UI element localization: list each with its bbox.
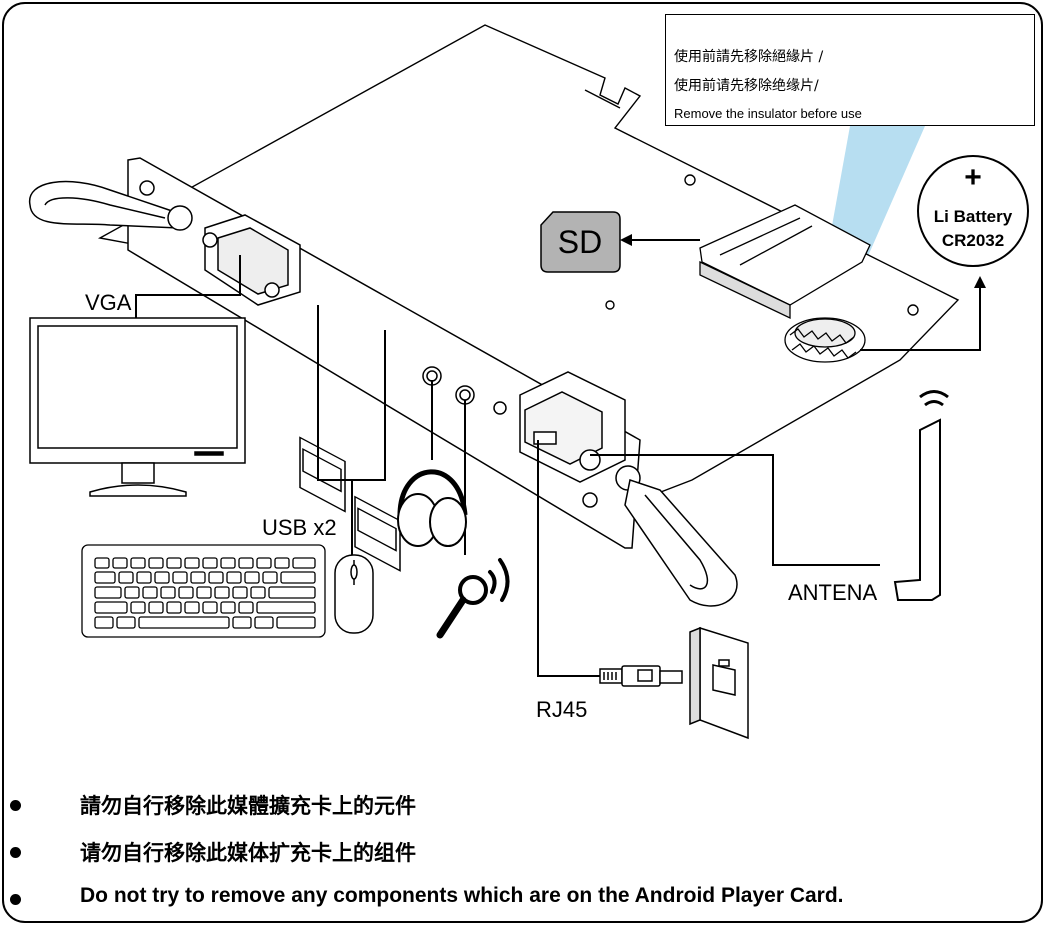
label-rj45: RJ45 <box>536 697 587 722</box>
battery-plus: + <box>964 161 982 194</box>
note-text-english: Do not try to remove any components whic… <box>80 884 844 907</box>
insulator-text-traditional: 使用前請先移除絕緣片 / <box>674 49 824 65</box>
note-item: Do not try to remove any components whic… <box>0 884 1000 914</box>
note-item: 請勿自行移除此媒體擴充卡上的元件 <box>0 790 1000 820</box>
battery-model: CR2032 <box>941 231 1005 250</box>
ethernet-cable-icon <box>599 665 683 687</box>
bullet-icon <box>10 894 21 905</box>
insulator-callout: 使用前請先移除絕緣片 / 使用前请先移除绝缘片/ Remove the insu… <box>665 14 1035 126</box>
keyboard-icon <box>81 544 326 638</box>
wall-jack-icon <box>689 626 749 740</box>
sd-card-slot <box>699 204 871 320</box>
bullet-icon <box>10 800 21 811</box>
sd-card-icon <box>540 211 621 273</box>
label-usb: USB x2 <box>262 515 337 540</box>
headphones-icon <box>397 469 468 547</box>
cable-tie-left <box>29 180 193 231</box>
note-item: 请勿自行移除此媒体扩充卡上的组件 <box>0 837 1000 867</box>
label-antena: ANTENA <box>788 580 878 605</box>
label-vga: VGA <box>85 290 132 315</box>
coin-battery-icon: + Li Battery CR2032 <box>917 155 1029 267</box>
insulator-text-english: Remove the insulator before use <box>674 106 862 121</box>
battery-type: Li Battery <box>933 207 1013 226</box>
microphone-icon <box>436 558 510 639</box>
battery-holder <box>784 317 866 363</box>
sd-card-label: SD <box>557 224 603 260</box>
mouse-icon <box>334 554 374 634</box>
cable-tie-right <box>624 479 738 607</box>
monitor-icon <box>29 317 246 497</box>
bullet-icon <box>10 847 21 858</box>
antenna-icon <box>893 390 949 601</box>
note-text-traditional: 請勿自行移除此媒體擴充卡上的元件 <box>80 794 416 818</box>
note-text-simplified: 请勿自行移除此媒体扩充卡上的组件 <box>80 841 416 865</box>
insulator-text-simplified: 使用前请先移除绝缘片/ <box>674 78 819 94</box>
